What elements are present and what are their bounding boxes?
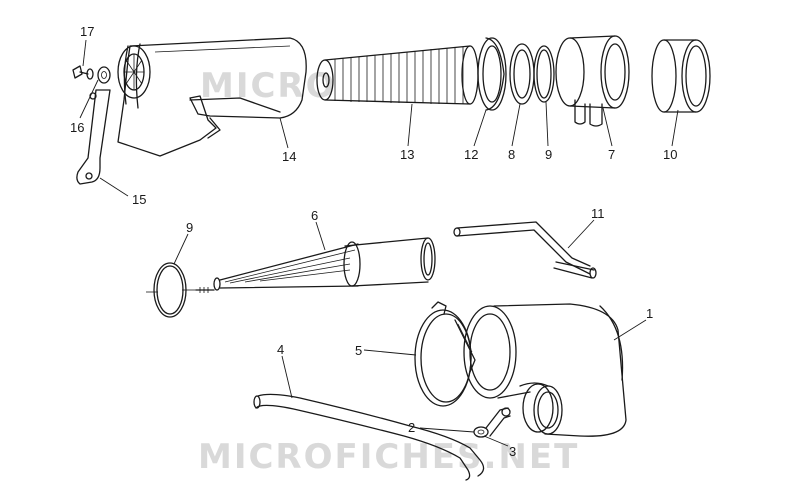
part-16-washer — [97, 66, 111, 84]
callout-4: 4 — [277, 342, 284, 357]
callout-8: 8 — [508, 147, 515, 162]
callout-16: 16 — [70, 120, 84, 135]
callout-12: 12 — [464, 147, 478, 162]
part-17-wing-screw — [72, 65, 94, 80]
callout-14: 14 — [282, 149, 296, 164]
part-7-housing-end — [555, 35, 630, 127]
callout-3: 3 — [509, 444, 516, 459]
part-1-air-box — [463, 303, 627, 437]
part-6-bolt-and-tube — [195, 237, 436, 293]
part-4-hose — [253, 393, 485, 481]
callout-17: 17 — [80, 24, 94, 39]
callout-2: 2 — [408, 420, 415, 435]
callout-1: 1 — [646, 306, 653, 321]
part-2-3-clamp-and-elbow — [473, 407, 511, 438]
part-11-crank-rod — [453, 221, 597, 279]
part-15-bracket — [76, 89, 111, 185]
part-13-filter-element — [316, 45, 479, 105]
part-8-gasket — [509, 43, 535, 105]
part-14-filter-housing — [117, 37, 307, 157]
part-9-o-ring-top — [533, 45, 555, 103]
callout-9-top: 9 — [545, 147, 552, 162]
part-10-end-ring — [651, 39, 711, 113]
part-12-flange-ring — [477, 37, 507, 111]
callout-10: 10 — [663, 147, 677, 162]
callout-7: 7 — [608, 147, 615, 162]
callout-13: 13 — [400, 147, 414, 162]
callout-11: 11 — [591, 206, 605, 221]
callout-9-mid: 9 — [186, 220, 193, 235]
callout-15: 15 — [132, 192, 146, 207]
callout-6: 6 — [311, 208, 318, 223]
leader-lines — [79, 39, 679, 447]
callout-labels: 17 16 15 14 13 12 8 9 7 10 9 6 11 1 5 4 … — [70, 24, 677, 459]
watermark-top: MICRO — [200, 66, 337, 106]
part-9-o-ring-mid — [146, 262, 196, 318]
part-5-clamp-band — [414, 301, 476, 407]
watermark-bottom: MICROFICHES.NET — [198, 437, 579, 477]
callout-5: 5 — [355, 343, 362, 358]
